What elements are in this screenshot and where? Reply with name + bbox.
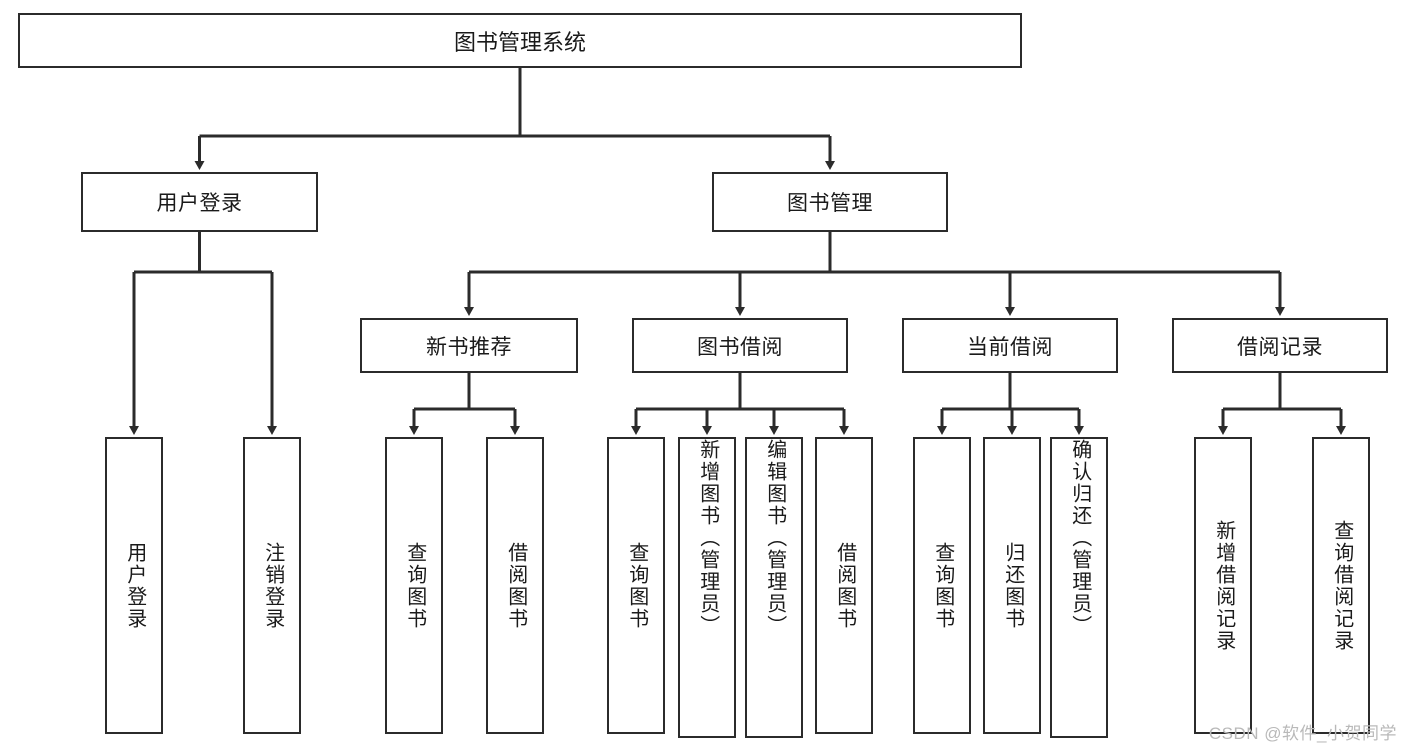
node-current-borrow[interactable]: 当前借阅 — [902, 318, 1118, 373]
node-borrow-records[interactable]: 借阅记录 — [1172, 318, 1388, 373]
leaf-node[interactable]: 查询图书 — [385, 437, 443, 734]
leaf-node-label: 查询图书 — [625, 541, 648, 630]
leaf-node[interactable]: 新增图书（管理员） — [678, 437, 736, 738]
leaf-node-label: 查询借阅记录 — [1330, 519, 1353, 652]
leaf-node[interactable]: 借阅图书 — [486, 437, 544, 734]
leaf-node[interactable]: 用户登录 — [105, 437, 163, 734]
leaf-node-label: 新增图书（管理员） — [696, 439, 719, 637]
leaf-node-label: 编辑图书（管理员） — [763, 439, 786, 637]
leaf-node-label: 查询图书 — [931, 541, 954, 630]
node-book-management[interactable]: 图书管理 — [712, 172, 948, 232]
leaf-node-label: 确认归还（管理员） — [1068, 439, 1091, 637]
leaf-node-label: 借阅图书 — [504, 541, 527, 630]
node-book-borrow[interactable]: 图书借阅 — [632, 318, 848, 373]
csdn-watermark: CSDN @软件_小贺同学 — [1208, 724, 1397, 743]
leaf-node[interactable]: 归还图书 — [983, 437, 1041, 734]
leaf-node-label: 查询图书 — [403, 541, 426, 630]
leaf-node-label: 新增借阅记录 — [1212, 519, 1235, 652]
leaf-node-label: 归还图书 — [1001, 541, 1024, 630]
node-root-system[interactable]: 图书管理系统 — [18, 13, 1022, 68]
leaf-node-label: 注销登录 — [261, 541, 284, 630]
leaf-node[interactable]: 编辑图书（管理员） — [745, 437, 803, 738]
leaf-node[interactable]: 借阅图书 — [815, 437, 873, 734]
leaf-node[interactable]: 确认归还（管理员） — [1050, 437, 1108, 738]
leaf-node[interactable]: 查询图书 — [913, 437, 971, 734]
leaf-node[interactable]: 查询图书 — [607, 437, 665, 734]
leaf-node[interactable]: 新增借阅记录 — [1194, 437, 1252, 734]
leaf-node[interactable]: 查询借阅记录 — [1312, 437, 1370, 734]
node-user-login[interactable]: 用户登录 — [81, 172, 318, 232]
leaf-node-label: 借阅图书 — [833, 541, 856, 630]
leaf-node-label: 用户登录 — [123, 541, 146, 630]
node-new-book-recommend[interactable]: 新书推荐 — [360, 318, 578, 373]
leaf-node[interactable]: 注销登录 — [243, 437, 301, 734]
